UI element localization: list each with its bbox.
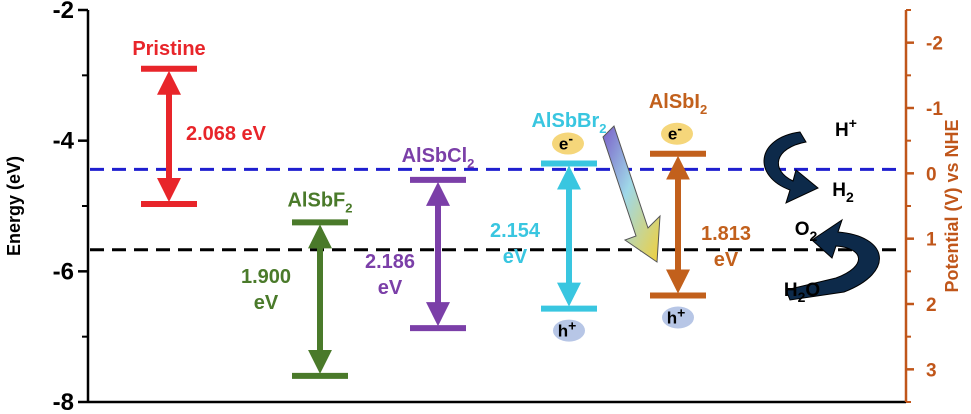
right-tick-label: -2 <box>926 34 943 55</box>
h2o-label: H2O <box>784 280 820 305</box>
electron-label: e- <box>668 121 682 144</box>
left-tick-label: -8 <box>53 389 74 414</box>
h2-label: H2 <box>832 180 854 205</box>
left-tick-label: -2 <box>53 0 74 24</box>
reduction-curve-arrow-icon <box>763 131 819 204</box>
electron-badge <box>661 122 693 145</box>
band-gap-unit: eV <box>254 292 279 314</box>
band-gap-unit: eV <box>378 277 403 299</box>
material-name: Pristine <box>132 38 205 60</box>
material-alsbf: AlSbF2 <box>287 189 353 379</box>
right-tick-label: 1 <box>926 230 937 251</box>
hole-badge <box>553 319 585 342</box>
h-plus-label: H+ <box>835 115 857 141</box>
right-tick-label: 3 <box>926 360 937 381</box>
right-tick-label: -1 <box>926 99 943 120</box>
material-name: AlSbI2 <box>649 91 707 117</box>
band-gap-value: 1.813 <box>701 223 751 245</box>
material-alsbcl: AlSbCl2 <box>402 145 475 332</box>
left-tick-label: -6 <box>53 258 74 285</box>
electron-badge <box>552 132 584 155</box>
left-tick-label: -4 <box>53 128 75 155</box>
material-alsbi: AlSbI2 <box>649 91 707 299</box>
band-gap-unit: eV <box>714 249 739 271</box>
right-axis-label: Potential (V) vs NHE <box>942 119 962 292</box>
right-tick-label: 0 <box>926 164 937 185</box>
band-gap-value: 2.186 <box>365 251 415 273</box>
left-axis-label: Energy (eV) <box>4 156 24 256</box>
hole-label: h+ <box>558 318 577 341</box>
o2-label: O2 <box>795 219 818 244</box>
band-gap-value: 1.900 <box>241 266 291 288</box>
band-gap-label: 2.068 eV <box>186 123 267 145</box>
electron-label: e- <box>559 131 573 154</box>
material-alsbbr: AlSbBr2 <box>531 110 607 312</box>
band-gap-unit: eV <box>503 246 528 268</box>
material-name: AlSbBr2 <box>531 110 606 136</box>
material-name: AlSbF2 <box>287 189 352 215</box>
band-gap-value: 2.154 <box>490 220 541 242</box>
light-arrow-icon <box>602 125 661 263</box>
right-tick-label: 2 <box>926 295 937 316</box>
oxidation-curve-arrow-icon <box>785 218 880 301</box>
hole-badge <box>662 306 694 329</box>
hole-label: h+ <box>667 305 686 328</box>
material-pristine: Pristine <box>132 38 206 208</box>
material-name: AlSbCl2 <box>402 145 475 171</box>
